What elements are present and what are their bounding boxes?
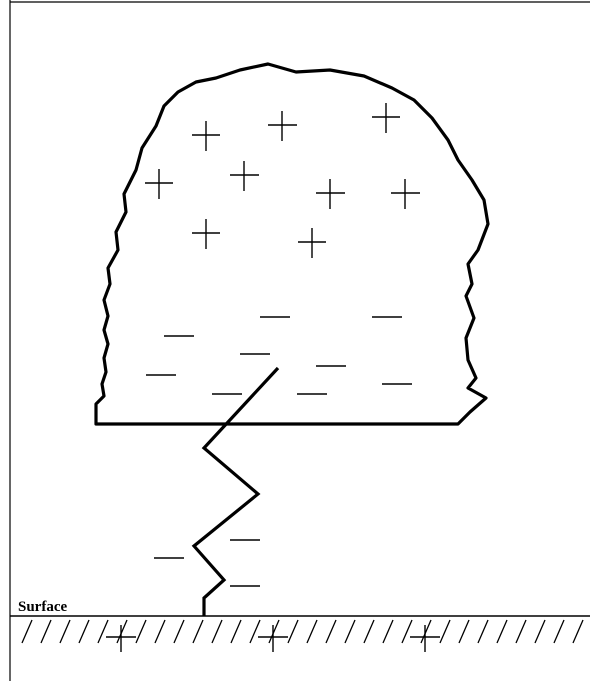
hatch-mark — [22, 620, 32, 643]
hatch-mark — [79, 620, 89, 643]
hatch-mark — [440, 620, 450, 643]
hatch-mark — [193, 620, 203, 643]
positive-charge-icon — [316, 179, 345, 209]
hatch-mark — [155, 620, 165, 643]
hatch-mark — [307, 620, 317, 643]
hatch-mark — [326, 620, 336, 643]
lightning-leader — [194, 368, 278, 616]
positive-charge-icon — [230, 161, 259, 191]
hatch-mark — [60, 620, 70, 643]
thundercloud-outline — [96, 64, 488, 424]
positive-charge-icon — [258, 625, 288, 652]
frame — [10, 0, 590, 681]
hatch-mark — [516, 620, 526, 643]
positive-charge-icon — [298, 228, 326, 258]
positive-charge-icon — [145, 169, 173, 199]
positive-charge-icon — [391, 179, 420, 209]
ground-positive-charges — [106, 625, 440, 652]
hatch-mark — [421, 620, 431, 643]
positive-charge-icon — [192, 219, 220, 249]
hatch-mark — [136, 620, 146, 643]
positive-charge-icon — [410, 625, 440, 652]
hatch-mark — [459, 620, 469, 643]
positive-charge-icon — [372, 103, 400, 133]
positive-charge-icon — [192, 121, 220, 151]
hatch-mark — [288, 620, 298, 643]
hatch-mark — [573, 620, 583, 643]
hatch-mark — [231, 620, 241, 643]
cloud-positive-charges — [145, 103, 420, 258]
hatch-mark — [212, 620, 222, 643]
hatch-mark — [364, 620, 374, 643]
cloud-negative-charges — [146, 317, 412, 394]
hatch-mark — [41, 620, 51, 643]
positive-charge-icon — [106, 625, 136, 652]
ground-hatching — [22, 620, 583, 643]
hatch-mark — [269, 620, 279, 643]
hatch-mark — [117, 620, 127, 643]
hatch-mark — [345, 620, 355, 643]
hatch-mark — [535, 620, 545, 643]
hatch-mark — [174, 620, 184, 643]
hatch-mark — [402, 620, 412, 643]
hatch-mark — [554, 620, 564, 643]
surface-label: Surface — [18, 599, 67, 615]
hatch-mark — [250, 620, 260, 643]
hatch-mark — [497, 620, 507, 643]
positive-charge-icon — [268, 111, 297, 141]
hatch-mark — [383, 620, 393, 643]
hatch-mark — [478, 620, 488, 643]
hatch-mark — [98, 620, 108, 643]
